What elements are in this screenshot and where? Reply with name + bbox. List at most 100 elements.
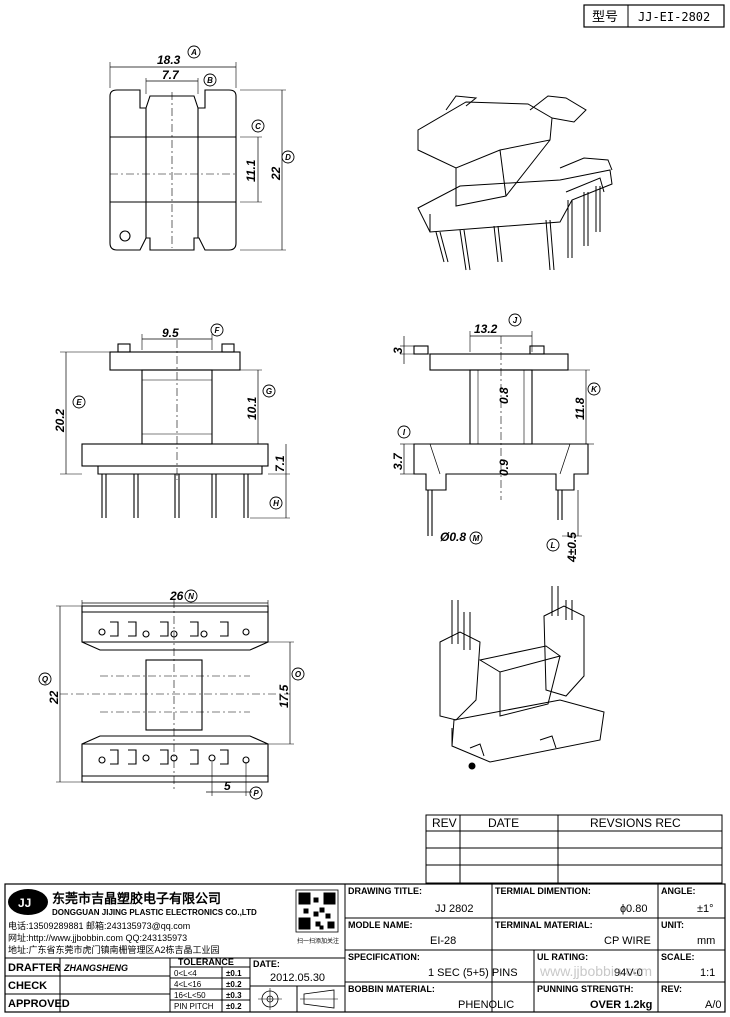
- dim-q: 22: [47, 690, 61, 705]
- tol-range-1: 0<L<4: [174, 969, 197, 978]
- reference-circle-g: [262, 384, 276, 398]
- dim-b: 7.7: [162, 68, 180, 82]
- check-label: CHECK: [8, 980, 47, 992]
- reference-letter-b: B: [207, 76, 213, 85]
- reference-letter-h: H: [273, 499, 279, 508]
- date-col-header: DATE: [488, 816, 519, 830]
- rev-value: A/0: [705, 999, 722, 1011]
- drawing-title-label: DRAWING TITLE:: [348, 886, 422, 896]
- dim-wall-09: 0.9: [497, 459, 511, 476]
- terminal-material: CP WIRE: [604, 935, 651, 947]
- dim-k: 11.8: [573, 397, 587, 420]
- dim-p: 5: [224, 779, 231, 793]
- dim-n: 26: [169, 589, 184, 603]
- watermark: www.jjbobbin.com: [539, 963, 652, 979]
- drafter-label: DRAFTER: [8, 962, 61, 974]
- ul-label: UL RATING:: [537, 952, 588, 962]
- date-label: DATE:: [253, 959, 280, 969]
- drafter-name: ZHANGSHENG: [63, 963, 128, 973]
- signature-cells: DRAFTER ZHANGSHENG CHECK APPROVED TOLERA…: [8, 957, 325, 1011]
- dim-o: 17.5: [277, 684, 291, 708]
- revision-headers: REV DATE REVSIONS REC: [432, 816, 681, 830]
- reference-letter-k: K: [591, 385, 598, 394]
- bobbin-material-label: BOBBIN MATERIAL:: [348, 984, 435, 994]
- tol-range-4: PIN PITCH: [174, 1002, 214, 1011]
- dim-g: 10.1: [245, 396, 259, 420]
- company-logo-icon: [8, 889, 48, 915]
- drawing-title: JJ 2802: [435, 903, 474, 915]
- tol-value-3: ±0.3: [226, 991, 242, 1000]
- dim-f: 9.5: [162, 326, 179, 340]
- company-name-cn: 东莞市吉晶塑胶电子有限公司: [52, 891, 221, 906]
- type-label: 型号: [592, 9, 618, 24]
- view-side-left: [60, 334, 290, 519]
- rev-col-header: REV: [432, 816, 457, 830]
- dim-d: 22: [269, 166, 283, 181]
- reference-letter-g: G: [266, 387, 272, 396]
- angle-label: ANGLE:: [661, 886, 696, 896]
- view-isometric-top: [417, 95, 613, 271]
- reference-letter-a: A: [190, 48, 197, 57]
- dim-e: 20.2: [53, 408, 67, 433]
- terminal-dim: ɸ0.80: [620, 903, 647, 915]
- date-value: 2012.05.30: [270, 972, 325, 984]
- spec-value: 1 SEC (5+5) PINS: [428, 967, 518, 979]
- unit-value: mm: [697, 935, 715, 947]
- reference-circle-l: [546, 538, 560, 552]
- dim-i: 3.7: [391, 452, 405, 470]
- view-bottom-plan: [56, 600, 294, 796]
- reference-letter-q: Q: [42, 675, 49, 684]
- reference-circle-n: [184, 589, 198, 603]
- pin-strength-label: PUNNING STRENGTH:: [537, 984, 634, 994]
- spec-cells: DRAWING TITLE: JJ 2802 TERMIAL DIMENTION…: [348, 886, 722, 1011]
- angle-value: ±1°: [697, 903, 714, 915]
- spec-label: SPECIFICATION:: [348, 952, 420, 962]
- reference-letter-l: L: [551, 541, 556, 550]
- model-code: JJ-EI-2802: [638, 10, 710, 24]
- revision-table: [425, 814, 723, 884]
- dim-h: 7.1: [273, 455, 287, 472]
- reference-circle-h: [269, 496, 283, 510]
- scale-label: SCALE:: [661, 952, 695, 962]
- reference-circle-m: [469, 531, 483, 545]
- pin-strength: OVER 1.2kg: [590, 999, 652, 1011]
- reference-letter-c: C: [255, 122, 261, 131]
- dim-j: 13.2: [474, 322, 498, 336]
- revisions-col-header: REVSIONS REC: [590, 816, 681, 830]
- reference-circle-a: [187, 45, 201, 59]
- dim-wall-08: 0.8: [497, 387, 511, 404]
- dimension-labels: 18.3 7.7 11.1 22 9.5 20.2 10.1 7.1 13.2 …: [47, 53, 587, 793]
- tol-value-1: ±0.1: [226, 969, 242, 978]
- approved-label: APPROVED: [8, 998, 70, 1010]
- title-block: [4, 883, 726, 1013]
- ul-value: 94V-0: [614, 967, 643, 979]
- company-web: 网址:http://www.jjbobbin.com QQ:243135973: [8, 932, 187, 943]
- terminal-dim-label: TERMIAL DIMENTION:: [495, 886, 591, 896]
- reference-circle-k: [587, 382, 601, 396]
- reference-letter-m: M: [473, 534, 480, 543]
- reference-circle-q: [38, 672, 52, 686]
- dim-a: 18.3: [157, 53, 181, 67]
- reference-circle-c: [251, 119, 265, 133]
- unit-label: UNIT:: [661, 920, 684, 930]
- qr-caption: 扫一扫添加关注: [297, 937, 339, 945]
- rev-label: REV:: [661, 984, 682, 994]
- company-phone: 电话:13509289881 邮箱:243135973@qq.com: [8, 920, 190, 931]
- scale-value: 1:1: [700, 967, 715, 979]
- company-name-en: DONGGUAN JIJING PLASTIC ELECTRONICS CO.,…: [52, 908, 257, 917]
- tolerance-label: TOLERANCE: [178, 957, 234, 967]
- company-block: JJ 东莞市吉晶塑胶电子有限公司 DONGGUAN JIJING PLASTIC…: [8, 889, 339, 955]
- dim-c: 11.1: [244, 159, 258, 182]
- model-name: EI-28: [430, 935, 456, 947]
- reference-letter-p: P: [253, 789, 259, 798]
- reference-circle-e: [72, 395, 86, 409]
- dim-l: 4±0.5: [565, 532, 579, 563]
- reference-letter-o: O: [295, 670, 302, 679]
- tol-range-3: 16<L<50: [174, 991, 206, 1000]
- dim-top-3: 3: [391, 347, 405, 354]
- model-header: 型号 JJ-EI-2802: [583, 4, 725, 28]
- reference-letter-j: J: [513, 316, 518, 325]
- bobbin-material: PHENOLIC: [458, 999, 514, 1011]
- company-address: 地址:广东省东莞市虎门镇南栅管理区A2栋吉晶工业园: [8, 944, 220, 955]
